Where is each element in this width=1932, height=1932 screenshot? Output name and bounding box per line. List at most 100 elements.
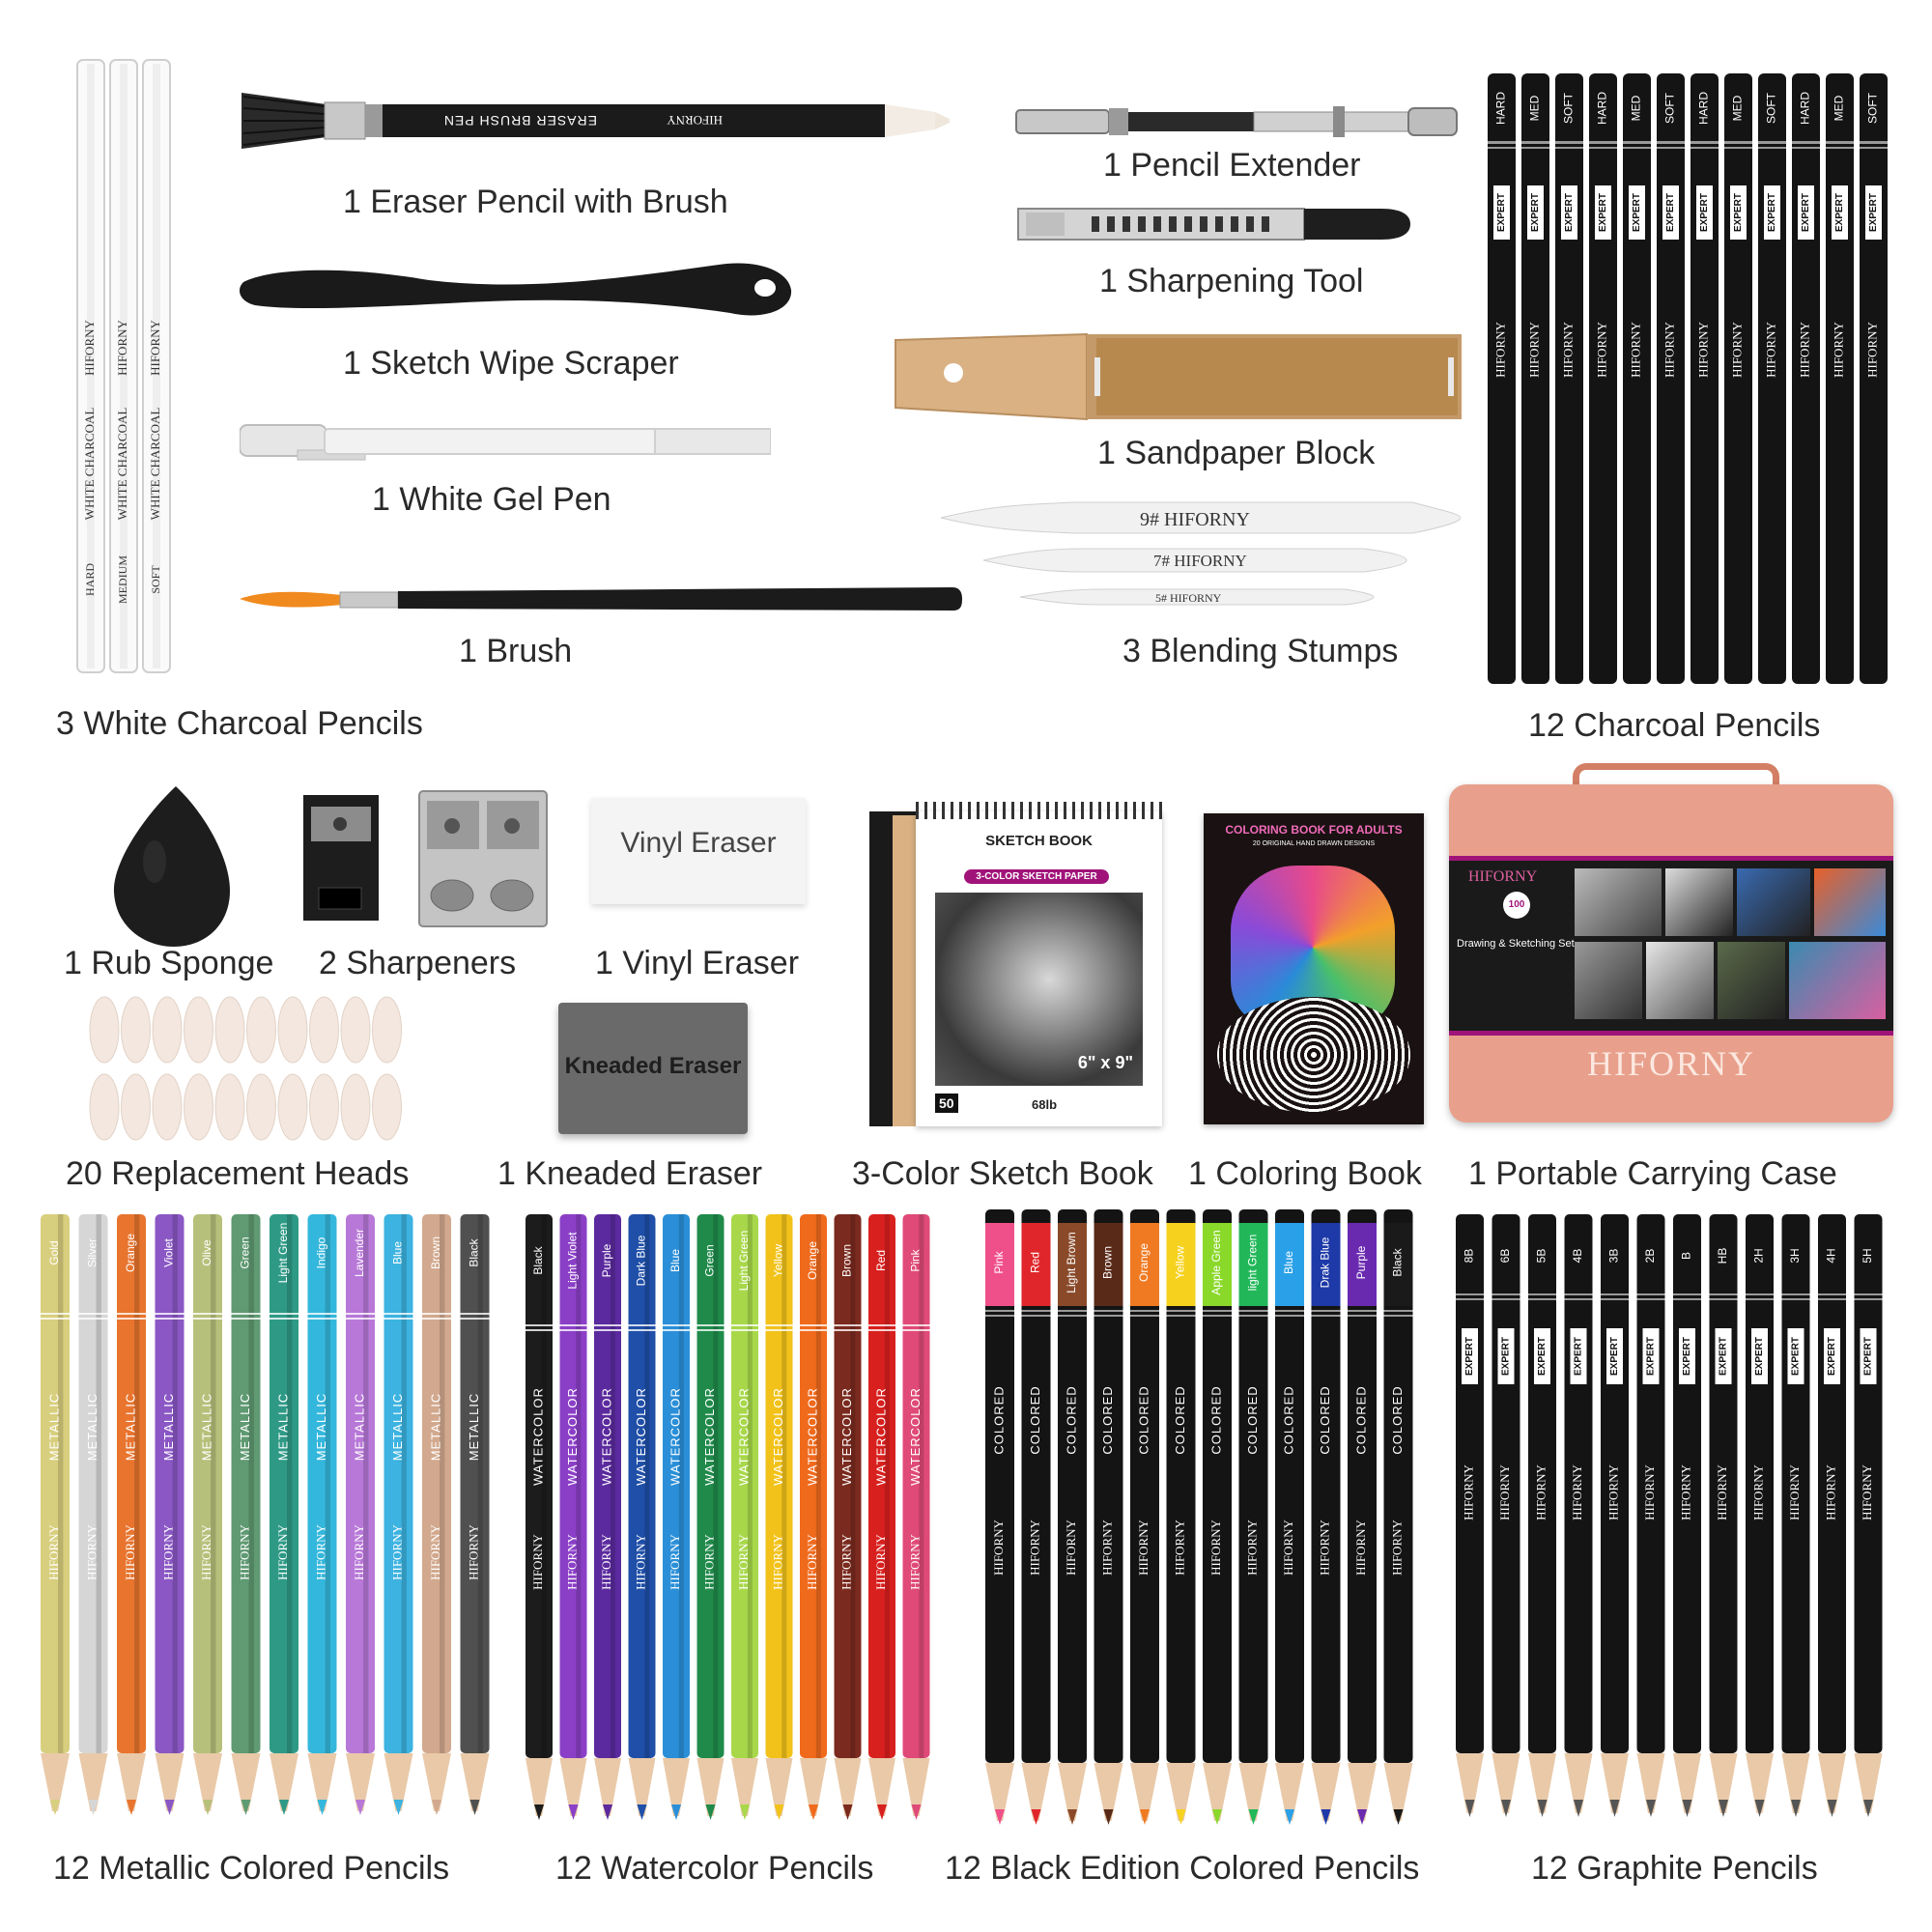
charcoal-brand-text: HIFORNY — [1831, 322, 1845, 378]
pencil-wood-tip — [985, 1763, 1014, 1821]
graphite-brand-text: HIFORNY — [1823, 1464, 1837, 1520]
pencil-color-name: light Green — [1246, 1235, 1260, 1292]
replacement-head — [121, 1073, 151, 1141]
charcoal-brand-text: HIFORNY — [1628, 322, 1642, 378]
graphite-grade-text: 2B — [1643, 1249, 1657, 1264]
pencil-wood-tip — [1094, 1763, 1123, 1821]
charcoal-brand-text: HIFORNY — [1560, 322, 1575, 378]
pencil-type-text: WATERCOLOR — [771, 1387, 785, 1486]
pencil-color-name: Purple — [1354, 1245, 1368, 1279]
charcoal-tag-text: EXPERT — [1598, 193, 1608, 232]
metallic-colored-pencils: GoldMETALLICHIFORNYSilverMETALLICHIFORNY… — [41, 1214, 490, 1815]
charcoal-tag-bg — [1629, 185, 1645, 240]
pencil-wood-tip — [1818, 1753, 1846, 1813]
pencil-type-text: METALLIC — [85, 1393, 99, 1462]
case-count: 100 — [1503, 892, 1530, 919]
pencil-wood-tip — [1383, 1763, 1413, 1821]
white-charcoal-grade: MEDIUM — [116, 555, 129, 604]
replacement-head — [152, 996, 183, 1064]
charcoal-brand-text: HIFORNY — [1864, 322, 1879, 378]
replacement-head — [309, 996, 339, 1064]
pencil-brand-text: HIFORNY — [46, 1524, 61, 1580]
case-art-1 — [1575, 868, 1662, 936]
charcoal-tag-text: EXPERT — [1767, 193, 1777, 232]
pencil-brand-text: HIFORNY — [389, 1524, 404, 1580]
coloring-book-mandala — [1217, 997, 1410, 1113]
white-charcoal-brand: HIFORNY — [148, 320, 162, 376]
pencil-type-text: METALLIC — [161, 1393, 176, 1462]
white-gel-pen — [240, 424, 771, 461]
pencil-color-name: Silver — [86, 1238, 99, 1267]
pencil-wood-tip — [1021, 1763, 1051, 1821]
kneaded-eraser-text: Kneaded Eraser — [564, 1053, 742, 1079]
pencil-brand-text: HIFORNY — [633, 1534, 647, 1590]
pencil-type-text: METALLIC — [390, 1393, 405, 1462]
pencil-color-name: Orange — [806, 1241, 819, 1280]
stumps-label: 3 Blending Stumps — [1122, 633, 1399, 669]
pencil-brand-text: HIFORNY — [84, 1524, 99, 1580]
pencil-type-text: WATERCOLOR — [839, 1387, 854, 1486]
graphite-tag-bg — [1462, 1328, 1478, 1384]
pencil-brand-text: HIFORNY — [736, 1534, 751, 1590]
pencil-color-name: Black — [1391, 1247, 1405, 1276]
pencil-type-text: WATERCOLOR — [599, 1387, 613, 1486]
pencil-brand-text: HIFORNY — [1172, 1520, 1186, 1576]
graphite-tag-text: EXPERT — [1791, 1337, 1802, 1376]
pencil-brand-text: HIFORNY — [873, 1534, 888, 1590]
graphite-tag-bg — [1715, 1328, 1732, 1384]
pencil-extender — [1015, 106, 1458, 137]
replacement-head — [340, 1073, 371, 1141]
charcoal-tag-bg — [1798, 185, 1814, 240]
white-charcoal-grade: HARD — [83, 563, 97, 596]
graphite-grade-text: 3H — [1788, 1248, 1802, 1263]
pencil-color-name: Red — [874, 1250, 888, 1271]
pencil-color-name: Indigo — [315, 1236, 328, 1268]
pencil-type-text: COLORED — [1353, 1385, 1368, 1454]
carrying-case: HIFORNY 100 Drawing & Sketching Set HIFO… — [1449, 763, 1893, 1122]
heads-label: 20 Replacement Heads — [66, 1155, 410, 1192]
pencil-color-name: Lavender — [353, 1229, 366, 1277]
pencil-brand-text: HIFORNY — [907, 1534, 922, 1590]
vinyl-eraser-text: Vinyl Eraser — [620, 827, 777, 859]
pencil-wood-tip — [526, 1758, 553, 1816]
coloring-book-title: COLORING BOOK FOR ADULTS — [1225, 823, 1403, 837]
coloring-label: 1 Coloring Book — [1188, 1155, 1422, 1192]
pencil-color-name: Drak Blue — [1319, 1236, 1332, 1288]
pencil-type-text: WATERCOLOR — [668, 1387, 682, 1486]
graphite-tag-bg — [1534, 1328, 1550, 1384]
pencil-color-name: Violet — [162, 1237, 176, 1266]
charcoal-tag-text: EXPERT — [1733, 193, 1744, 232]
white-charcoal-type: WHITE CHARCOAL — [115, 408, 129, 521]
pencil-wood-tip — [1492, 1753, 1520, 1813]
pencil-brand-text: HIFORNY — [668, 1534, 682, 1590]
graphite-brand-text: HIFORNY — [1642, 1464, 1657, 1520]
graphite-tag-bg — [1606, 1328, 1623, 1384]
spiral-binding — [916, 802, 1162, 819]
pencil-color-name: Brown — [840, 1244, 854, 1277]
pencil-wood-tip — [800, 1758, 827, 1816]
gel-pen-label: 1 White Gel Pen — [372, 481, 611, 518]
charcoal-tag-text: EXPERT — [1632, 193, 1642, 232]
sketch-paper-badge: 3-COLOR SKETCH PAPER — [964, 869, 1109, 884]
wipe-scraper-label: 1 Sketch Wipe Scraper — [343, 345, 679, 382]
charcoal-tag-bg — [1696, 185, 1713, 240]
charcoal-label: 12 Charcoal Pencils — [1528, 707, 1821, 744]
white-charcoal-type: WHITE CHARCOAL — [82, 408, 97, 521]
graphite-tag-text: EXPERT — [1537, 1337, 1548, 1376]
pencil-brand-text: HIFORNY — [1064, 1520, 1078, 1576]
pencil-type-text: METALLIC — [46, 1393, 61, 1462]
pencil-brand-text: HIFORNY — [1353, 1520, 1368, 1576]
pencil-wood-tip — [307, 1753, 337, 1811]
graphite-brand-text: HIFORNY — [1461, 1464, 1475, 1520]
